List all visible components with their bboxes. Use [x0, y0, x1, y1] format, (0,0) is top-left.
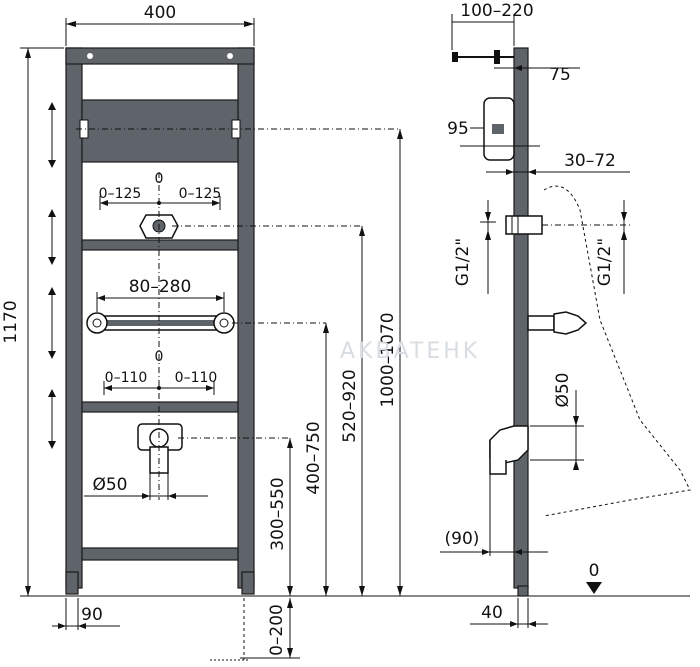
side-top-bracket-clamp	[494, 50, 500, 64]
label-side-drain-diameter: Ø50	[553, 372, 573, 407]
label-dim-520-920: 520–920	[340, 369, 360, 442]
label-span-80-280: 80–280	[129, 277, 192, 297]
label-depth-100-220: 100–220	[460, 1, 533, 21]
label-dim-300-550: 300–550	[268, 477, 288, 550]
crossbar-2	[81, 401, 239, 413]
watermark: AKBATEHK	[340, 339, 480, 364]
right-foot	[241, 571, 255, 595]
label-dim-1000-1070: 1000–1070	[378, 312, 398, 407]
label-range-left-upper: 0–125	[99, 186, 142, 202]
side-post	[513, 47, 529, 589]
top-crossbar	[65, 47, 255, 65]
label-height-1170: 1170	[1, 300, 21, 343]
label-dim-40: 40	[481, 603, 503, 623]
floor-level-marker	[586, 582, 602, 594]
label-range-left-lower: 0–110	[105, 370, 148, 386]
rail-bolt-right-inner	[219, 318, 229, 328]
cistern-panel	[81, 99, 239, 163]
label-dim-95: 95	[447, 119, 469, 139]
adjust-arrows	[48, 102, 56, 449]
front-dimensions	[20, 18, 403, 661]
urinal-outline	[543, 185, 691, 517]
label-dim-90-side: (90)	[445, 529, 480, 549]
label-dim-400-750: 400–750	[304, 421, 324, 494]
label-range-right-upper: 0–125	[179, 186, 222, 202]
label-dim-0-200: 0–200	[267, 604, 287, 656]
side-cistern-valve	[492, 124, 504, 134]
crossbar-bottom	[81, 547, 239, 561]
label-range-right-lower: 0–110	[175, 370, 218, 386]
label-thread-left: G1/2"	[453, 238, 473, 286]
drain-outlet	[149, 428, 169, 448]
side-flush-button	[553, 311, 588, 335]
side-dimensions	[440, 14, 632, 628]
side-flush-valve	[527, 315, 555, 331]
top-hole-left	[87, 53, 93, 59]
rail-bolt-left-inner	[92, 318, 102, 328]
side-drain-pipe	[489, 440, 507, 475]
label-floor-0: 0	[589, 561, 600, 581]
side-supply-fitting	[505, 215, 543, 235]
label-offset-0-upper: 0	[155, 171, 164, 187]
label-drain-diameter: Ø50	[92, 475, 127, 495]
label-width-400: 400	[144, 3, 176, 23]
left-foot	[65, 571, 79, 595]
top-hole-right	[227, 53, 233, 59]
label-dim-75: 75	[549, 65, 571, 85]
label-foot-90: 90	[81, 605, 103, 625]
label-offset-0-lower: 0	[155, 349, 164, 365]
label-thread-right: G1/2"	[595, 238, 615, 286]
side-frame	[452, 47, 691, 597]
crossbar-1	[81, 239, 239, 251]
side-top-bracket-end	[452, 52, 458, 62]
label-dim-30-72: 30–72	[564, 151, 616, 171]
front-frame	[48, 47, 400, 595]
side-foot	[517, 585, 529, 597]
